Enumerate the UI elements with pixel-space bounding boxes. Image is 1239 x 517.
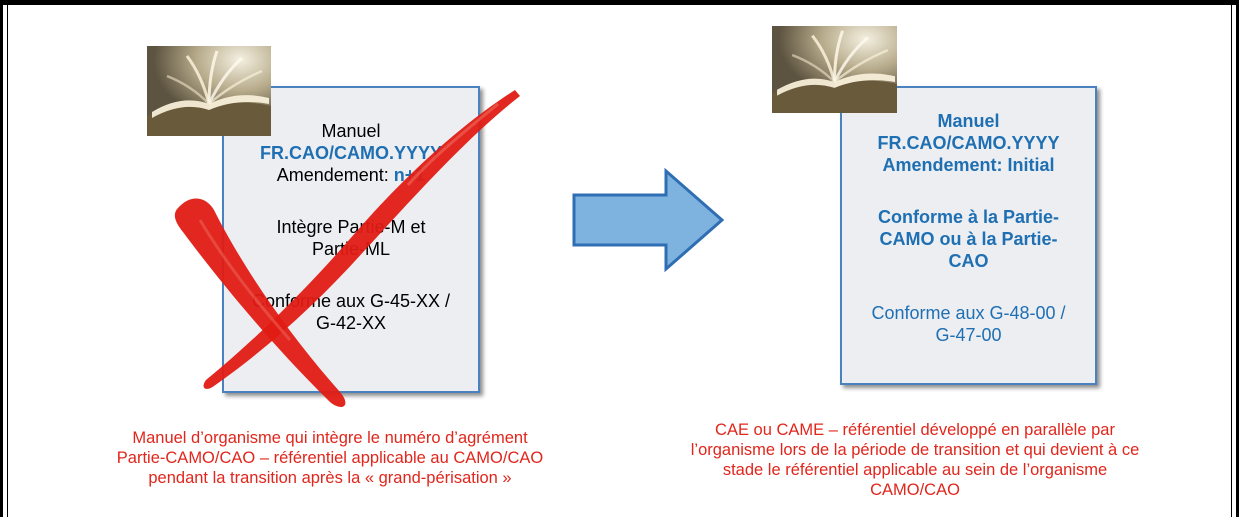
old-manual-reference: FR.CAO/CAMO.YYYY <box>259 143 442 163</box>
new-manual-caption-line1: CAE ou CAME – référentiel développé en p… <box>715 421 1115 439</box>
new-manual-caption-line3: stade le référentiel applicable au sein … <box>722 461 1108 479</box>
new-manual-reference: FR.CAO/CAMO.YYYY <box>877 133 1060 153</box>
new-manual-conformity-line2: CAMO ou à la Partie- <box>879 229 1058 249</box>
new-manual-card: Manuel FR.CAO/CAMO.YYYY Amendement: Init… <box>840 86 1097 385</box>
old-manual-compliance-line2: G-42-XX <box>315 313 387 333</box>
open-book-icon <box>772 26 897 113</box>
old-manual-caption-line2: Partie-CAMO/CAO – référentiel applicable… <box>116 449 544 467</box>
old-manual-caption-line1: Manuel d’organisme qui intègre le numéro… <box>132 429 528 447</box>
new-manual-caption: CAE ou CAME – référentiel développé en p… <box>625 420 1205 500</box>
new-manual-conformity-line3: CAO <box>948 251 989 271</box>
old-manual-amendment-label: Amendement: <box>276 165 394 185</box>
old-manual-title: Manuel <box>321 121 381 141</box>
right-arrow-icon <box>572 167 725 273</box>
old-manual-caption: Manuel d’organisme qui intègre le numéro… <box>30 428 630 488</box>
new-manual-caption-line4: CAMO/CAO <box>870 481 960 499</box>
new-manual-compliance-line1: Conforme aux G-48-00 / <box>871 303 1066 323</box>
open-book-icon <box>147 46 271 136</box>
open-book-image <box>147 46 271 136</box>
new-manual-conformity-line1: Conforme à la Partie- <box>877 207 1060 227</box>
frame-inner-line-right <box>1231 5 1232 517</box>
old-manual-caption-line3: pendant la transition après la « grand-p… <box>148 469 512 487</box>
open-book-image <box>772 26 897 113</box>
new-manual-title: Manuel <box>937 111 1000 131</box>
new-manual-caption-line2: l’organisme lors de la période de transi… <box>690 441 1140 459</box>
new-manual-amendment: Amendement: Initial <box>882 155 1055 175</box>
new-manual-compliance-line2: G-47-00 <box>935 325 1002 345</box>
frame-inner-line-left <box>7 5 8 517</box>
